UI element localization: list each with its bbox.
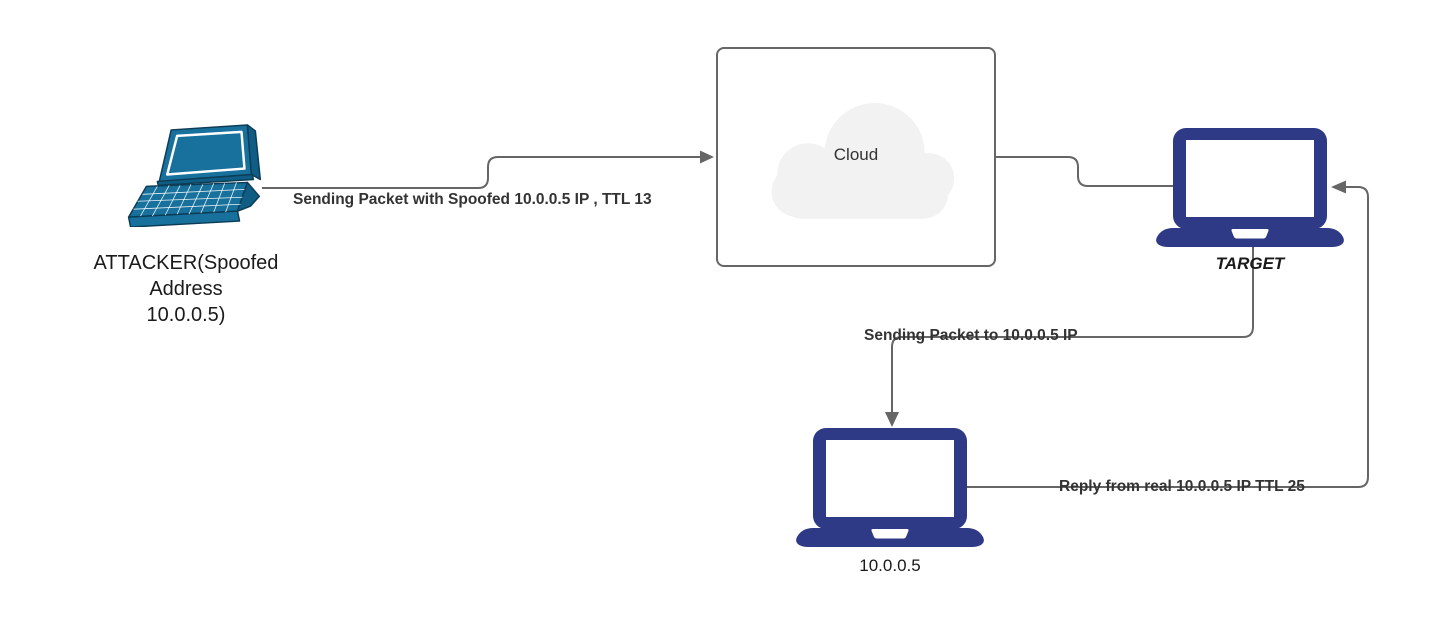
- attacker-label: ATTACKER(Spoofed Address 10.0.0.5): [93, 252, 279, 326]
- attacker-laptop-key-grid: [133, 182, 245, 217]
- edge-target-to-host: [891, 244, 1254, 412]
- attacker-laptop-screen: [165, 130, 246, 176]
- target-label: TARGET: [1215, 254, 1285, 273]
- attacker-laptop-side: [236, 181, 261, 212]
- arrowhead-into-cloud: [700, 150, 714, 164]
- attacker-laptop-lid-edge: [246, 124, 262, 181]
- edge-attacker-to-cloud: [262, 156, 700, 189]
- edge-host-to-target-reply: [965, 186, 1369, 488]
- host-laptop-icon: [796, 428, 984, 547]
- arrowhead-into-target: [1331, 180, 1346, 194]
- target-laptop-screen: [1186, 140, 1314, 217]
- target-laptop-icon: [1156, 128, 1344, 247]
- arrowhead-into-host: [885, 412, 899, 427]
- edge-label-reply-from-real: Reply from real 10.0.0.5 IP TTL 25: [1059, 478, 1305, 495]
- edge-label-spoofed-packet: Sending Packet with Spoofed 10.0.0.5 IP …: [293, 191, 652, 208]
- cloud-node: Cloud: [716, 47, 996, 267]
- attacker-laptop-hinge: [156, 173, 255, 187]
- edge-label-sending-to-real: Sending Packet to 10.0.0.5 IP: [864, 327, 1078, 344]
- host-laptop-screen: [826, 440, 954, 517]
- edge-cloud-to-target: [996, 156, 1180, 187]
- cloud-label: Cloud: [833, 145, 879, 164]
- attacker-laptop-icon: [127, 124, 262, 227]
- target-laptop-notch: [1231, 229, 1269, 239]
- host-laptop-notch: [871, 529, 909, 539]
- host-label: 10.0.0.5: [859, 556, 921, 575]
- cloud-icon: [771, 103, 955, 219]
